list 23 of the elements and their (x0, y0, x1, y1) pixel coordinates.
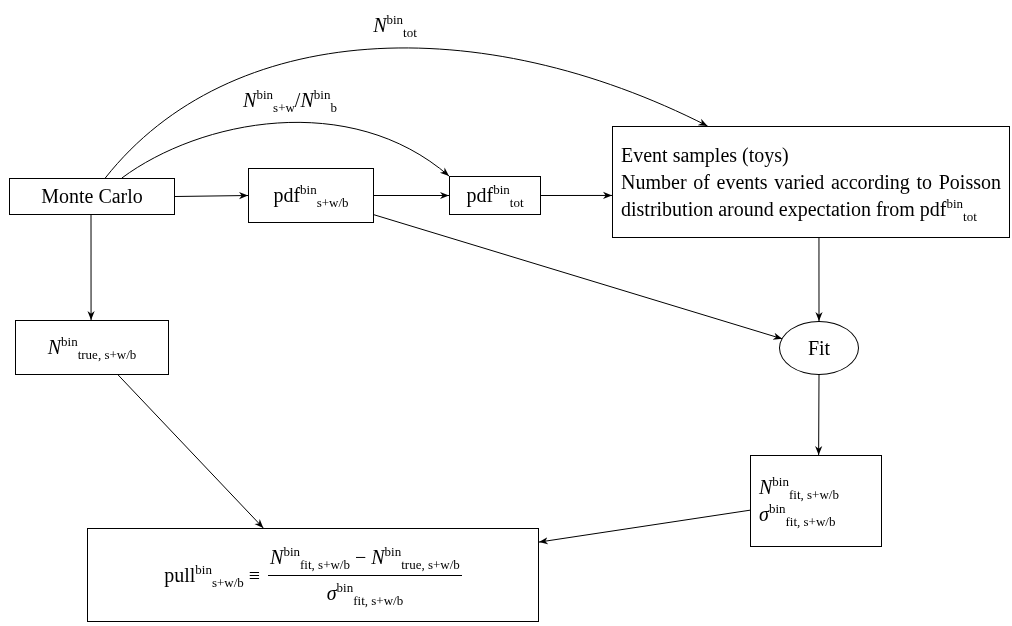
arrow (87, 214, 95, 321)
process-box (612, 126, 1010, 238)
formula-text: pull$^{bin}$$_{s+w/b}$ ≡ (164, 561, 261, 589)
node-title: Event samples (toys) (621, 142, 789, 169)
process-box (248, 168, 374, 223)
process-ellipse (779, 321, 859, 375)
arrow (373, 191, 450, 200)
process-box (15, 320, 169, 375)
arrow (540, 191, 613, 200)
arrow (815, 374, 823, 456)
node-title: Fit (807, 335, 831, 361)
process-box (750, 455, 882, 547)
arrow (815, 237, 823, 322)
process-box (87, 528, 539, 622)
process-box (449, 176, 541, 215)
arrow (117, 374, 264, 529)
arrow (174, 192, 249, 200)
arrow (538, 509, 751, 545)
arrow (104, 47, 708, 179)
process-box (9, 178, 175, 215)
arrow (121, 122, 450, 179)
arrow (373, 214, 783, 340)
node-title: Monte Carlo (41, 184, 143, 209)
